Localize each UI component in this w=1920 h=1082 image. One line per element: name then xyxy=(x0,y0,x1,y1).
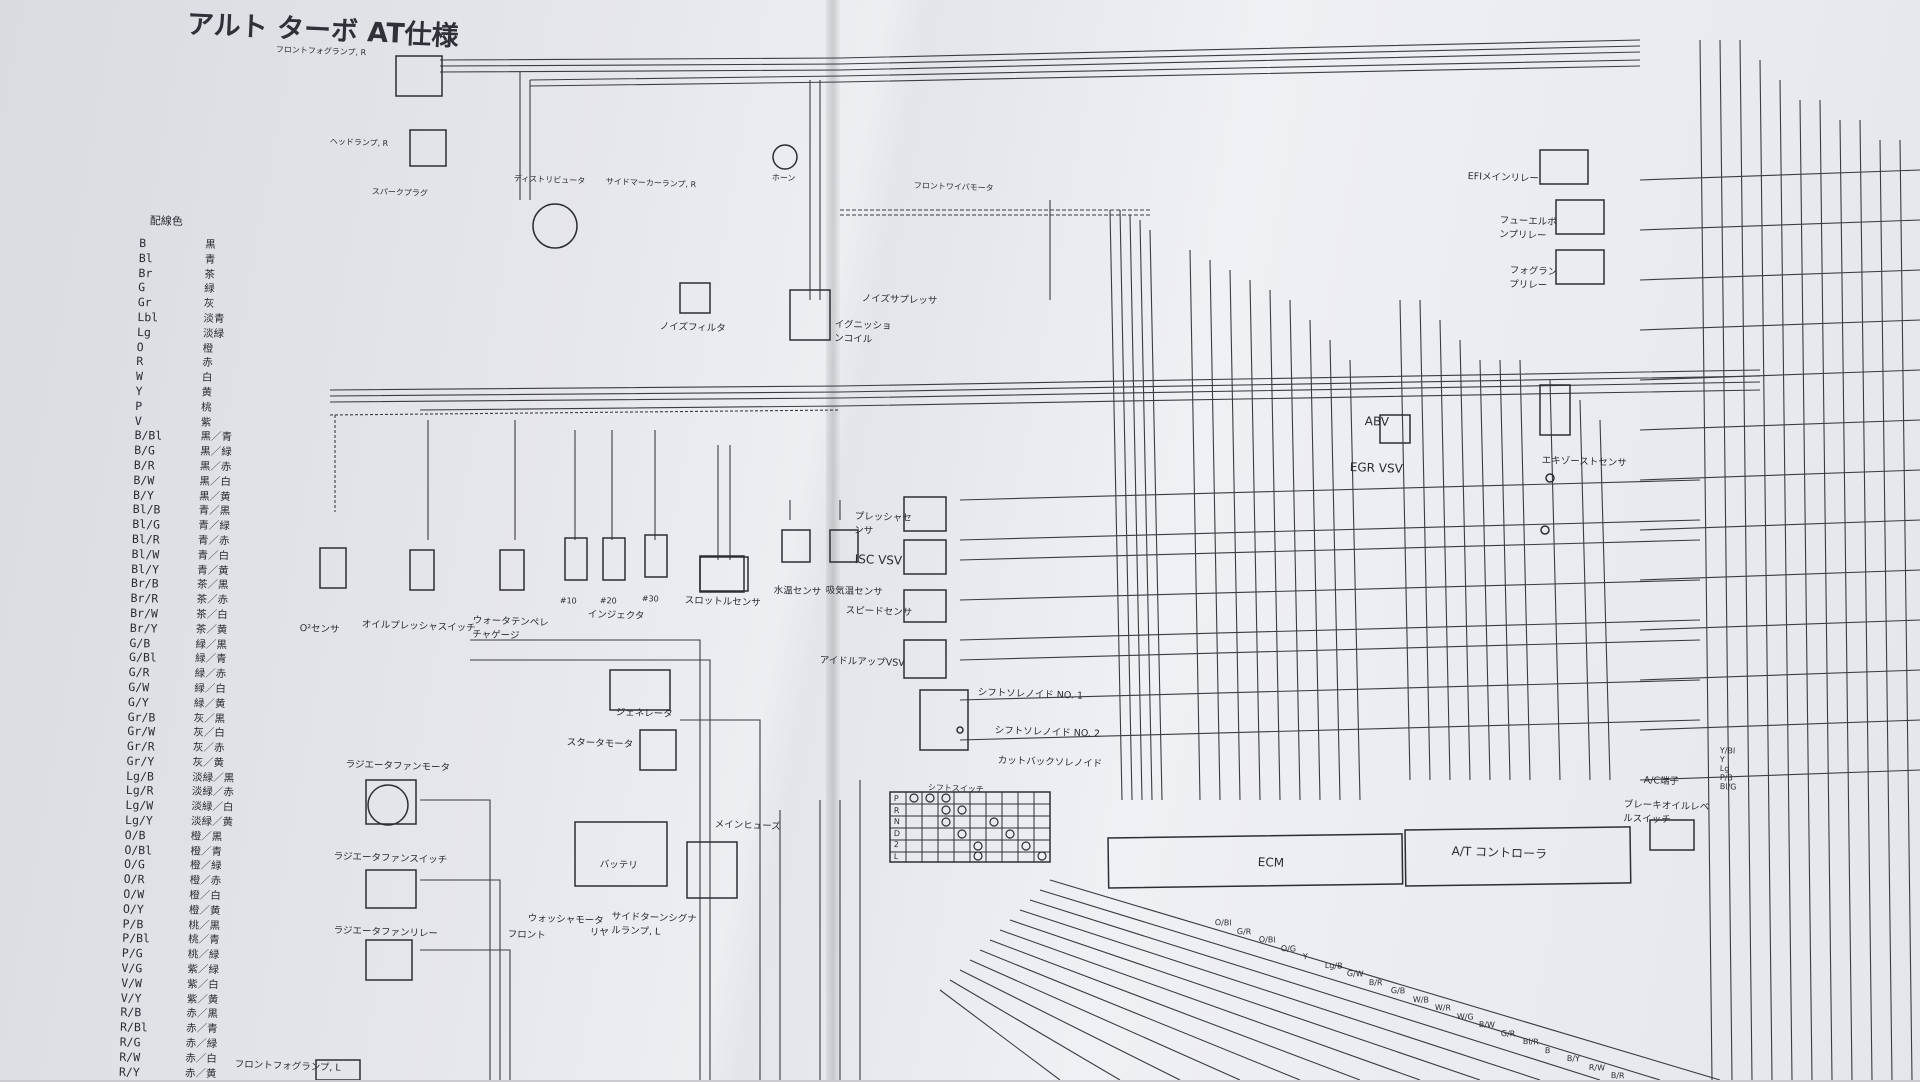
injectors-label: インジェクタ xyxy=(587,608,645,622)
main-fuse-label: メインヒューズ xyxy=(714,818,781,833)
wire-code: Lg/B xyxy=(1324,960,1343,971)
ac-pin-code: Bl/G xyxy=(1719,782,1737,792)
noise-filter-label: ノイズフィルタ xyxy=(659,320,726,335)
brake-oil-switch-label: ブレーキオイルレベルスイッチ xyxy=(1623,798,1710,826)
shift-position-label: L xyxy=(893,851,899,861)
shift-position-label: P xyxy=(893,794,899,804)
injector-2-label: #20 xyxy=(599,596,617,606)
side-turn-lamp-label: サイドターンシグナルランプ, L xyxy=(611,910,697,938)
injector-1-label: #10 xyxy=(559,596,577,606)
egr-vsv-label: EGR VSV xyxy=(1349,460,1404,476)
noise-suppressor-label: ノイズサプレッサ xyxy=(861,292,938,307)
at-controller-label: A/T コントローラ xyxy=(1451,843,1548,862)
wire-code: B/R xyxy=(1610,1071,1625,1081)
washer-rear-label: リヤ xyxy=(589,926,609,939)
spark-plugs-label: スパークプラグ xyxy=(371,186,428,198)
intake-temp-sensor-label: 吸気温センサ xyxy=(825,584,883,598)
isc-vsv-label: ISC VSV xyxy=(854,552,903,568)
battery-label: バッテリ xyxy=(599,858,638,872)
exhaust-sensor-label: エキゾーストセンサ xyxy=(1541,454,1627,469)
washer-front-label: フロント xyxy=(507,928,546,942)
shift-position-label: N xyxy=(893,817,900,827)
fuel-pump-relay-label: フューエルポンプリレー xyxy=(1499,214,1557,242)
wire-code: O/G xyxy=(1280,943,1297,954)
shift-switch-label: シフトスイッチ xyxy=(927,782,984,794)
ecm-label: ECM xyxy=(1257,855,1285,870)
shift-position-label: D xyxy=(893,828,901,838)
idle-up-vsv-label: アイドルアップVSV xyxy=(819,654,905,669)
ac-pin-code: Y xyxy=(1719,755,1725,765)
water-temp-gauge-label: ウォータテンペレチャゲージ xyxy=(472,614,549,642)
wire-code: G/R xyxy=(1500,1028,1516,1038)
wire-code: B xyxy=(1544,1045,1551,1055)
efi-main-relay-label: EFIメインリレー xyxy=(1467,170,1540,185)
horn-label: ホーン xyxy=(771,172,796,183)
wire-code: W/G xyxy=(1456,1011,1474,1022)
fog-lamp-relay-label: フォグランプリレー xyxy=(1509,264,1558,292)
wire-code: B/W xyxy=(1478,1020,1496,1030)
ac-pin-code: P/B xyxy=(1719,773,1734,783)
wire-code: G/B xyxy=(1390,986,1406,996)
throttle-sensor-label: スロットルセンサ xyxy=(684,594,761,609)
head-lamp-label: ヘッドランプ, R xyxy=(329,136,389,149)
shift-position-label: 2 xyxy=(893,840,900,850)
starter-motor-label: スタータモータ xyxy=(566,736,634,751)
water-temp-sensor-label: 水温センサ xyxy=(773,584,822,598)
wire-code: O/Bl xyxy=(1214,918,1232,928)
wire-code: Y xyxy=(1302,952,1308,962)
wire-code: W/R xyxy=(1434,1003,1452,1013)
injector-3-label: #30 xyxy=(641,594,659,604)
generator-label: ジェネレータ xyxy=(615,706,673,720)
wire-code: W/B xyxy=(1412,994,1430,1005)
abv-label: ABV xyxy=(1364,414,1390,429)
wire-code: R/W xyxy=(1588,1062,1606,1073)
speed-sensor-label: スピードセンサ xyxy=(845,604,913,619)
wire-code: B/Y xyxy=(1566,1054,1581,1064)
ignition-coil-label: イグニッションコイル xyxy=(834,318,892,346)
o2-sensor-label: O²センサ xyxy=(299,622,340,636)
ac-pin-code: Lg xyxy=(1719,764,1730,774)
shift-position-label: R xyxy=(893,805,900,815)
ac-terminal-label: A/C端子 xyxy=(1643,774,1680,788)
wire-code: Bl/R xyxy=(1522,1037,1539,1047)
wire-code: G/W xyxy=(1346,969,1364,979)
wire-code: G/R xyxy=(1236,926,1252,936)
wire-code: B/R xyxy=(1368,977,1383,987)
pressure-sensor-label: プレッシャセンサ xyxy=(854,510,912,537)
page-fold xyxy=(826,0,840,1080)
wire-code: O/Bl xyxy=(1258,935,1276,945)
